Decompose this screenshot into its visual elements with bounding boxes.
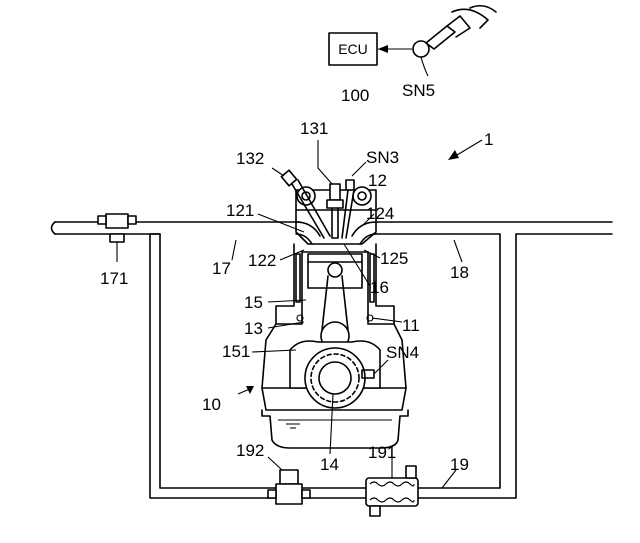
ref-13: 13 [244, 319, 263, 338]
ref-19: 19 [450, 455, 469, 474]
ref-125: 125 [380, 249, 408, 268]
pedal-sensor-sn5 [378, 4, 497, 77]
ref-124: 124 [366, 204, 394, 223]
system-pointer [448, 139, 483, 160]
ref-12: 12 [368, 171, 387, 190]
intake-pipe-17 [50, 221, 301, 235]
ref-151: 151 [222, 342, 250, 361]
ref-14: 14 [320, 455, 339, 474]
ref-11: 11 [402, 316, 420, 335]
ref-191: 191 [368, 443, 396, 462]
egr-cooler-191 [365, 456, 419, 517]
ref-18: 18 [450, 263, 469, 282]
ref-16: 16 [370, 278, 389, 297]
ref-132: 132 [236, 149, 264, 168]
cylinder-block-11 [275, 243, 395, 325]
return-pipe-19 [149, 233, 517, 499]
crankcase-10 [261, 323, 409, 449]
leader-lines [231, 213, 463, 489]
exhaust-pipe-18 [375, 221, 613, 235]
ref-100: 100 [341, 86, 369, 105]
piston-13 [307, 253, 363, 289]
ref-sn4: SN4 [386, 343, 419, 362]
ref-sn5: SN5 [402, 81, 435, 100]
cylinder-head-12 [295, 186, 377, 245]
spark-plug-132 [271, 167, 331, 239]
ref-121: 121 [226, 201, 254, 220]
ref-15: 15 [244, 293, 263, 312]
injector-131 [317, 140, 344, 239]
ref-1: 1 [484, 130, 493, 149]
egr-valve-192 [267, 456, 311, 505]
ecu-label: ECU [338, 41, 368, 57]
ref-192: 192 [236, 441, 264, 460]
ref-171: 171 [100, 269, 128, 288]
ref-122: 122 [248, 251, 276, 270]
sensor-sn3 [341, 161, 367, 239]
throttle-valve-171 [97, 213, 137, 262]
ref-17: 17 [212, 259, 231, 278]
ref-10: 10 [202, 395, 221, 414]
ref-sn3: SN3 [366, 148, 399, 167]
ref-131: 131 [300, 119, 328, 138]
ecu-block: ECU [328, 32, 378, 66]
